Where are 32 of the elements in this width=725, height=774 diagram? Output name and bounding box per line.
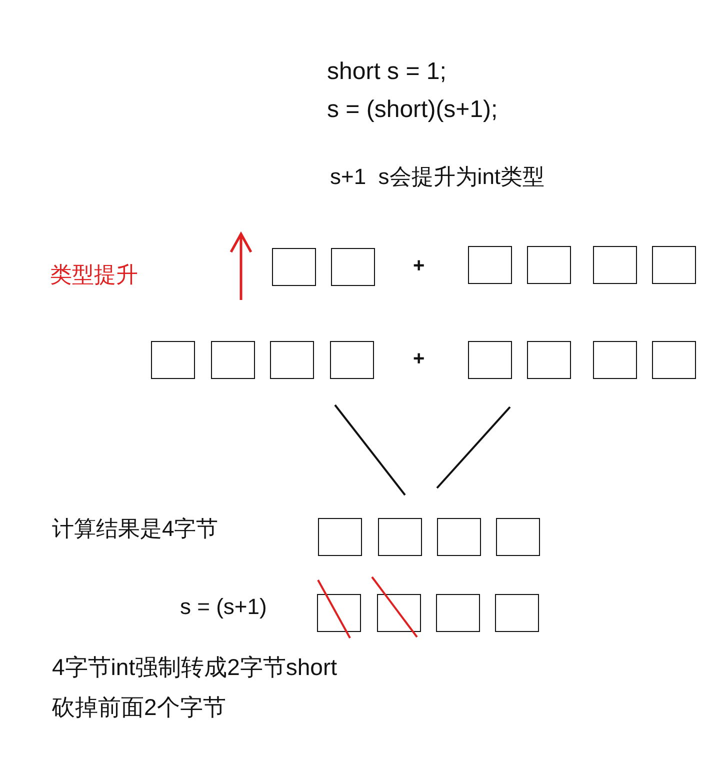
byte-box bbox=[496, 518, 540, 556]
byte-box bbox=[593, 341, 637, 379]
byte-box bbox=[436, 594, 480, 632]
byte-box bbox=[270, 341, 314, 379]
byte-box bbox=[468, 246, 512, 284]
byte-box bbox=[330, 341, 374, 379]
byte-box bbox=[331, 248, 375, 286]
byte-box bbox=[151, 341, 195, 379]
note-text: 砍掉前面2个字节 bbox=[52, 694, 226, 722]
byte-box bbox=[652, 246, 696, 284]
byte-box bbox=[593, 246, 637, 284]
byte-box bbox=[527, 341, 571, 379]
plus-sign: + bbox=[413, 254, 425, 278]
note-text: 类型提升 bbox=[50, 262, 138, 288]
note-text: 4字节int强制转成2字节short bbox=[52, 654, 338, 682]
byte-box bbox=[468, 341, 512, 379]
byte-box bbox=[317, 594, 361, 632]
byte-box bbox=[377, 594, 421, 632]
byte-box bbox=[652, 341, 696, 379]
code-line: s = (s+1) bbox=[180, 594, 267, 620]
byte-box bbox=[318, 518, 362, 556]
byte-box bbox=[272, 248, 316, 286]
plus-sign: + bbox=[413, 347, 425, 371]
byte-box bbox=[211, 341, 255, 379]
byte-box bbox=[378, 518, 422, 556]
byte-box bbox=[495, 594, 539, 632]
code-line: s = (short)(s+1); bbox=[327, 96, 498, 125]
byte-box bbox=[437, 518, 481, 556]
byte-box bbox=[527, 246, 571, 284]
code-line: short s = 1; bbox=[327, 58, 446, 87]
note-text: 计算结果是4字节 bbox=[52, 516, 218, 542]
note-text: s+1 s会提升为int类型 bbox=[330, 164, 545, 190]
